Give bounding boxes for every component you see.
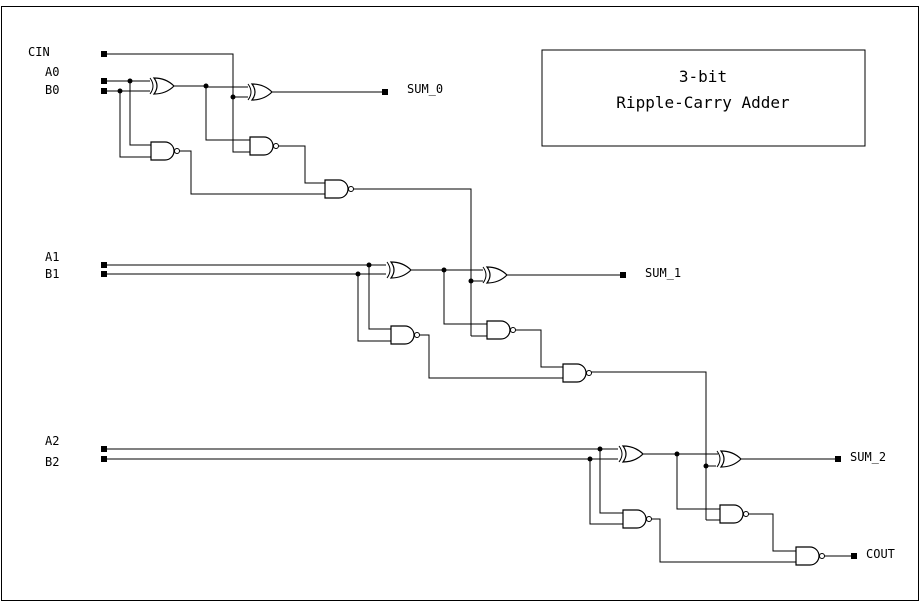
nand-gate-2b: [719, 504, 749, 524]
label-a2: A2: [45, 434, 59, 448]
xor-gate-2b: [716, 450, 742, 468]
nand-gate-2a: [622, 509, 652, 529]
stage-2-wires: [104, 446, 854, 563]
gates: [149, 77, 825, 566]
xor-gate-0a: [149, 77, 175, 95]
xor-gate-1a: [386, 261, 412, 279]
title-line-2: Ripple-Carry Adder: [616, 93, 790, 112]
label-sum0: SUM_0: [407, 82, 443, 96]
stage-1-wires: [104, 262, 716, 467]
label-sum1: SUM_1: [645, 266, 681, 280]
nand-gate-0c: [324, 179, 354, 199]
label-a1: A1: [45, 250, 59, 264]
label-b0: B0: [45, 83, 59, 97]
pins: [101, 51, 857, 559]
xor-gate-0b: [247, 83, 273, 101]
xor-gate-2a: [618, 445, 644, 463]
nand-gate-1c: [562, 363, 592, 383]
label-cin: CIN: [28, 45, 50, 59]
nand-gate-0b: [249, 136, 279, 156]
nand-gate-2c: [795, 546, 825, 566]
nand-gate-0a: [150, 141, 180, 161]
pin-labels: CIN A0 B0 A1 B1 A2 B2 SUM_0 SUM_1 SUM_2 …: [28, 45, 895, 561]
label-cout: COUT: [866, 547, 895, 561]
label-sum2: SUM_2: [850, 450, 886, 464]
title-line-1: 3-bit: [679, 67, 727, 86]
label-b1: B1: [45, 267, 59, 281]
diagram-frame: [1, 6, 919, 601]
xor-gate-1b: [482, 266, 508, 284]
label-b2: B2: [45, 455, 59, 469]
nand-gate-1b: [486, 320, 516, 340]
label-a0: A0: [45, 65, 59, 79]
title-box: 3-bit Ripple-Carry Adder: [541, 49, 866, 147]
nand-gate-1a: [390, 325, 420, 345]
stage-0-wires: [104, 53, 483, 282]
